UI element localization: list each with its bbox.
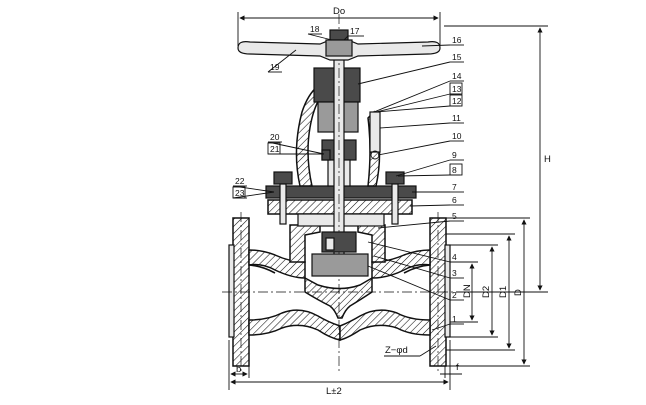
- callout-leader-23: [232, 191, 275, 199]
- callout-leader-17: [343, 35, 349, 41]
- callout-box-8: [449, 163, 463, 176]
- d-label: D: [513, 289, 524, 296]
- callout-leader-9: [395, 159, 451, 177]
- yoke-lock-screw: [321, 149, 331, 161]
- callout-leader-13: [375, 93, 451, 113]
- callout-box-13: [449, 82, 463, 95]
- dimension-lines: Do H L±2 b f DN D2 D1 D: [228, 6, 551, 397]
- callout-leader-1: [431, 323, 451, 331]
- d1-label: D1: [498, 286, 509, 298]
- inner-contour-left: [248, 264, 276, 274]
- part-number-23: 23: [235, 188, 245, 198]
- callout-leader-2: [367, 265, 451, 301]
- callout-leader-20: [267, 141, 325, 155]
- callout-box-21: [267, 142, 281, 155]
- callout-leader-8: [397, 174, 451, 177]
- f-label: f: [456, 362, 459, 373]
- callout-box-12: [449, 94, 463, 107]
- part-number-1: 1: [452, 314, 457, 324]
- callout-leader-12: [375, 105, 451, 113]
- callout-leader-18: [307, 33, 333, 41]
- part-number-5: 5: [452, 211, 457, 221]
- part-number-18: 18: [310, 24, 320, 34]
- gland-bolt: [369, 111, 381, 153]
- part-number-19: 19: [270, 62, 280, 72]
- part-number-4: 4: [452, 252, 457, 262]
- part-number-15: 15: [452, 52, 462, 62]
- disc-pin: [325, 237, 335, 251]
- b-label: b: [236, 364, 241, 375]
- bolt-nut-left: [273, 171, 293, 185]
- handwheel: [237, 29, 441, 61]
- part-number-9: 9: [452, 150, 457, 160]
- inner-contour-right: [403, 264, 431, 274]
- part-number-16: 16: [452, 35, 462, 45]
- part-number-2: 2: [452, 290, 457, 300]
- body-shell-lower-right: [339, 309, 431, 341]
- right-raised-face: [444, 244, 451, 338]
- dn-label: DN: [462, 284, 473, 298]
- callout-leader-6: [409, 204, 451, 207]
- valve-disc: [311, 253, 369, 277]
- part-number-21: 21: [270, 144, 280, 154]
- callout-leader-14: [373, 80, 451, 113]
- part-number-22: 22: [235, 176, 245, 186]
- callout-leader-10: [377, 140, 451, 156]
- callout-leader-11: [379, 122, 451, 129]
- part-number-17: 17: [350, 26, 360, 36]
- callout-leader-16: [421, 44, 451, 47]
- do-label: Do: [333, 6, 345, 17]
- part-number-12: 12: [452, 96, 462, 106]
- zd-leader: [419, 345, 437, 357]
- body-shell-lower-left: [248, 309, 341, 341]
- part-number-7: 7: [452, 182, 457, 192]
- h-label: H: [544, 154, 551, 165]
- callout-leader-5: [377, 220, 451, 229]
- part-number-20: 20: [270, 132, 280, 142]
- part-number-3: 3: [452, 268, 457, 278]
- bonnet-bolts: [273, 111, 405, 225]
- part-number-10: 10: [452, 131, 462, 141]
- callout-leader-4: [367, 241, 451, 263]
- callout-leader-15: [357, 61, 451, 85]
- zd-label: Z−φd: [385, 345, 408, 356]
- part-number-11: 11: [452, 113, 461, 123]
- seat-partition: [304, 276, 373, 319]
- part-number-8: 8: [452, 165, 457, 175]
- part-number-13: 13: [452, 84, 462, 94]
- left-raised-face: [228, 244, 235, 338]
- callout-leader-19: [267, 49, 297, 73]
- part-number-14: 14: [452, 71, 462, 81]
- bolt-left: [279, 183, 287, 225]
- d2-label: D2: [481, 286, 492, 298]
- callout-box-23: [232, 186, 246, 199]
- handwheel-hub: [325, 39, 353, 57]
- part-number-6: 6: [452, 195, 457, 205]
- l-label: L±2: [326, 386, 342, 397]
- bolt-nut-right: [385, 171, 405, 185]
- callout-leader-3: [373, 255, 451, 279]
- bolt-right: [391, 183, 399, 225]
